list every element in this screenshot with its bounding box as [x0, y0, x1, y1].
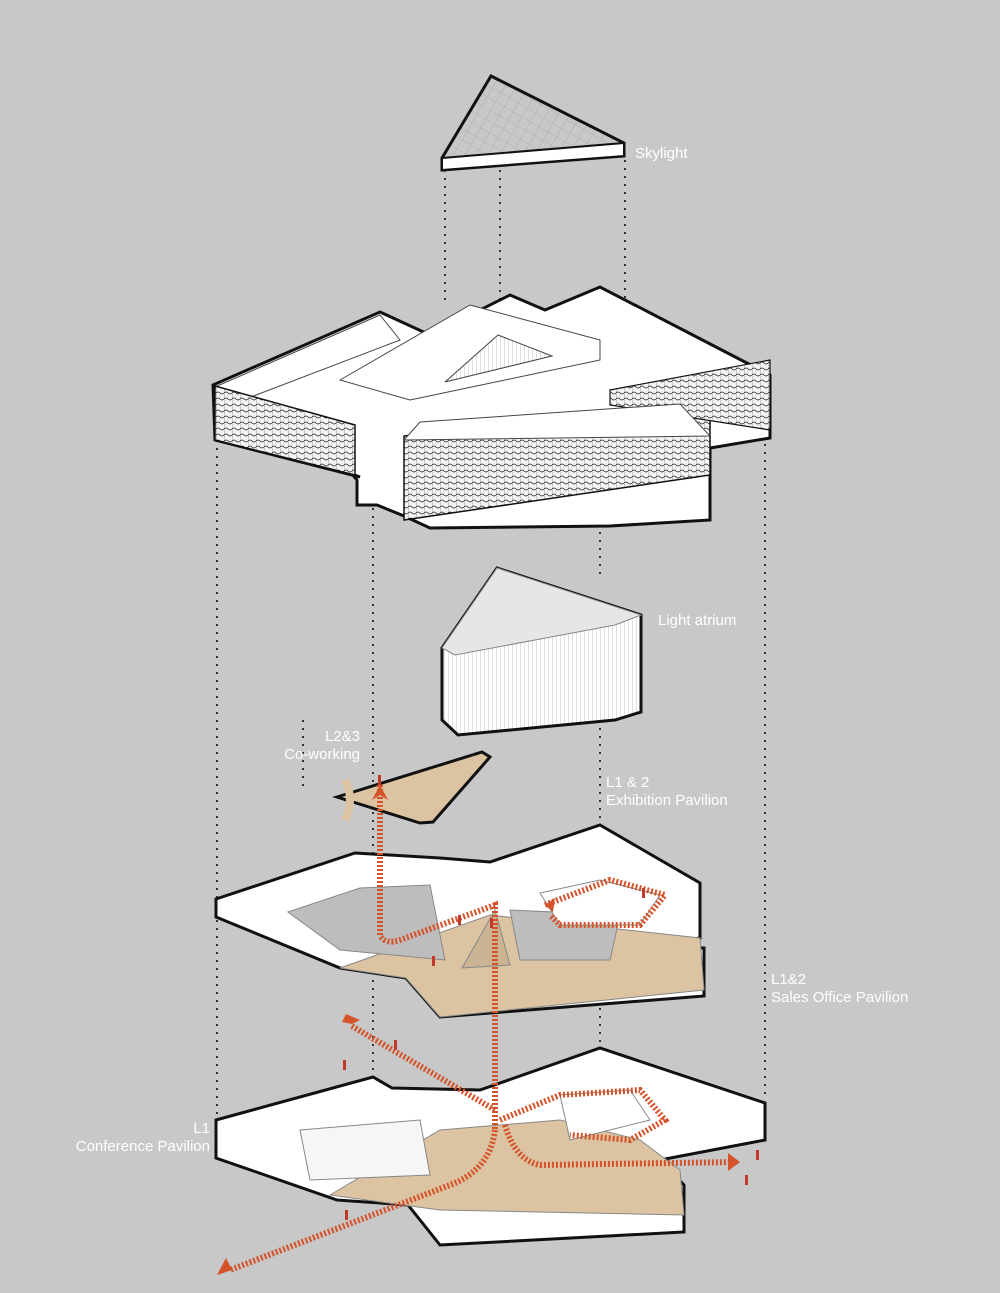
- label-sales-office: L1&2 Sales Office Pavilion: [771, 971, 908, 1007]
- label-light-atrium: Light atrium: [658, 612, 736, 630]
- label-conference: L1 Conference Pavilion: [50, 1120, 210, 1156]
- label-coworking: L2&3 Co-working: [250, 728, 360, 764]
- label-exhibition: L1 & 2 Exhibition Pavilion: [606, 774, 728, 810]
- light-atrium-label: Light atrium: [658, 612, 737, 629]
- roof-facade-layer: [211, 285, 772, 530]
- arrow-heads: [217, 785, 740, 1275]
- skylight-layer: [440, 74, 626, 172]
- coworking-level: L2&3: [324, 728, 360, 745]
- conference-level: L1: [193, 1120, 210, 1137]
- exhibition-level: L1 & 2: [606, 774, 650, 791]
- conference-name: Conference Pavilion: [75, 1138, 210, 1155]
- circulation-paths: [228, 785, 736, 1273]
- projection-lines: [216, 160, 766, 1115]
- skylight-label: Skylight: [635, 145, 688, 162]
- coworking-layer: [331, 750, 493, 825]
- sales-office-level: L1&2: [771, 971, 807, 988]
- light-atrium-layer: [440, 566, 643, 737]
- label-skylight: Skylight: [635, 145, 688, 163]
- coworking-name: Co-working: [284, 746, 360, 763]
- people-figures: [343, 775, 759, 1220]
- exhibition-name: Exhibition Pavilion: [606, 792, 728, 809]
- sales-office-name: Sales Office Pavilion: [771, 989, 909, 1006]
